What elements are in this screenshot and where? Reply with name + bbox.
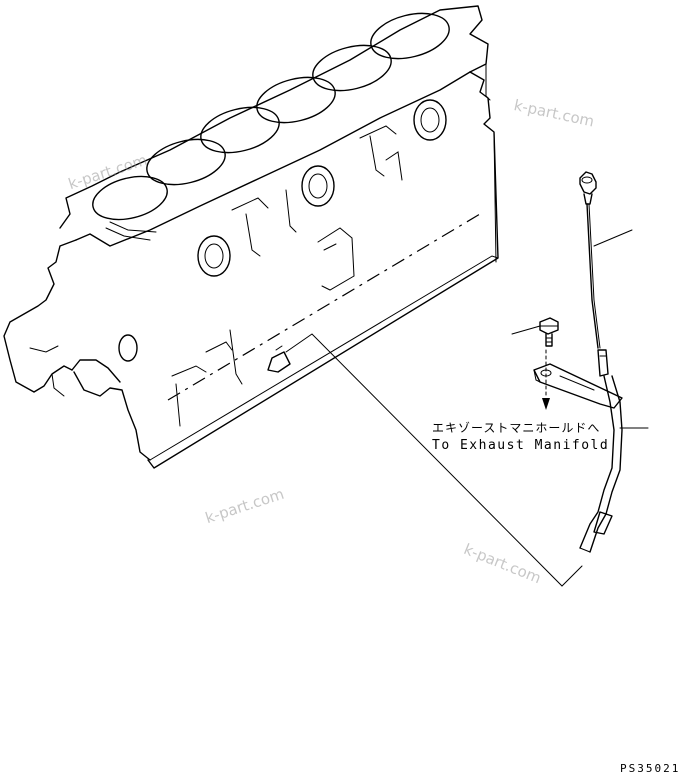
manifold-label-en: To Exhaust Manifold: [432, 438, 610, 453]
block-boss: [197, 235, 231, 277]
manifold-arrow: [542, 349, 550, 410]
leader-line-bolt: [511, 325, 541, 335]
manifold-label-jp: エキゾーストマニホールドへ: [432, 421, 601, 435]
mounting-bolt: [539, 317, 559, 347]
block-boss: [301, 165, 335, 207]
engine-block: [3, 5, 499, 469]
drawing-code: PS35021: [620, 762, 681, 775]
leader-line-dipstick: [593, 229, 633, 247]
leader-line-block: [285, 333, 583, 587]
block-boss: [413, 99, 447, 141]
block-plug: [267, 345, 291, 373]
gauge-tube: [579, 375, 623, 553]
dipstick: [579, 171, 609, 377]
